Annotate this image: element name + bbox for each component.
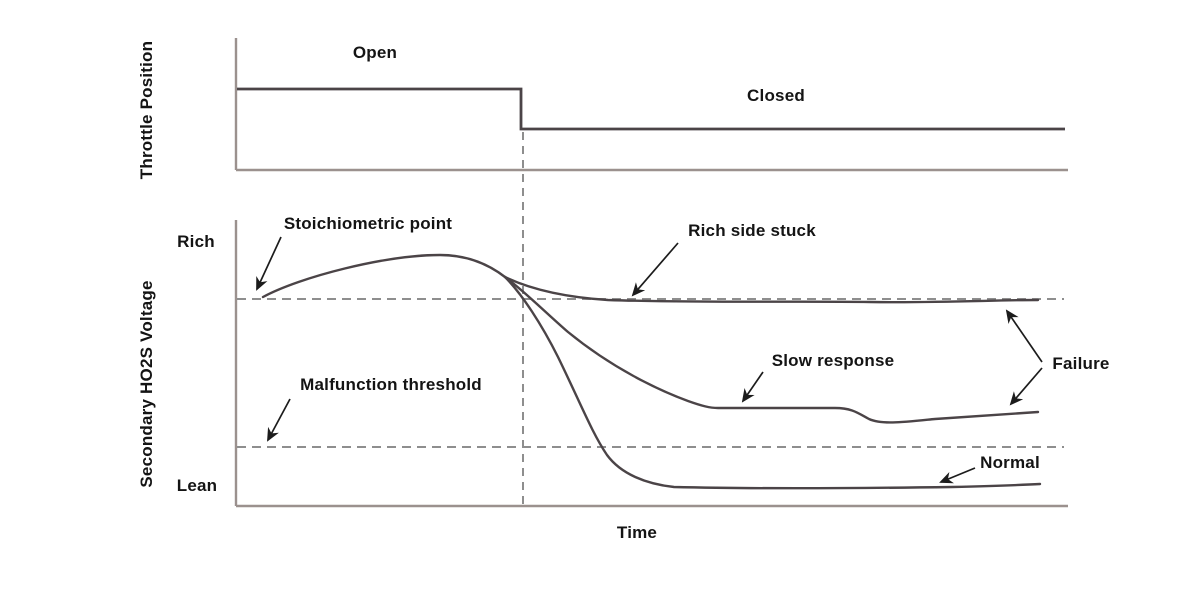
slow-response-arrow <box>741 371 764 403</box>
annotation-arrows-layer <box>256 236 1043 484</box>
throttle-closed-label: Closed <box>747 86 805 105</box>
normal-label: Normal <box>980 453 1040 472</box>
throttle-position-trace <box>237 87 1065 131</box>
axes-layer <box>234 38 1068 508</box>
normal-arrow <box>939 467 976 484</box>
signal-curves-layer <box>237 87 1065 490</box>
failure-arrow-top <box>1005 309 1043 363</box>
malfunction-threshold-arrow <box>267 398 291 442</box>
rich-tick-label: Rich <box>177 232 215 251</box>
malfunction-threshold-label: Malfunction threshold <box>300 375 482 394</box>
curve-common-trunk <box>261 253 507 299</box>
curve-normal <box>503 275 1042 490</box>
x-axis-label: Time <box>616 523 658 542</box>
reference-lines-layer <box>237 132 1064 506</box>
throttle-open-label: Open <box>352 43 398 62</box>
failure-arrow-bottom <box>1009 367 1043 406</box>
curve-slow-response <box>503 275 1040 424</box>
bottom-chart-y-axis-label: Secondary HO2S Voltage <box>137 280 156 488</box>
failure-label: Failure <box>1052 354 1110 373</box>
curve-rich-side-stuck <box>503 275 1040 304</box>
lean-tick-label: Lean <box>176 476 218 495</box>
stoichiometric-point-arrow <box>256 236 282 291</box>
rich-side-stuck-arrow <box>631 242 679 297</box>
stoichiometric-point-label: Stoichiometric point <box>283 214 453 233</box>
slow-response-label: Slow response <box>771 351 895 370</box>
rich-side-stuck-label: Rich side stuck <box>688 221 816 240</box>
top-chart-y-axis-label: Throttle Position <box>137 40 156 180</box>
